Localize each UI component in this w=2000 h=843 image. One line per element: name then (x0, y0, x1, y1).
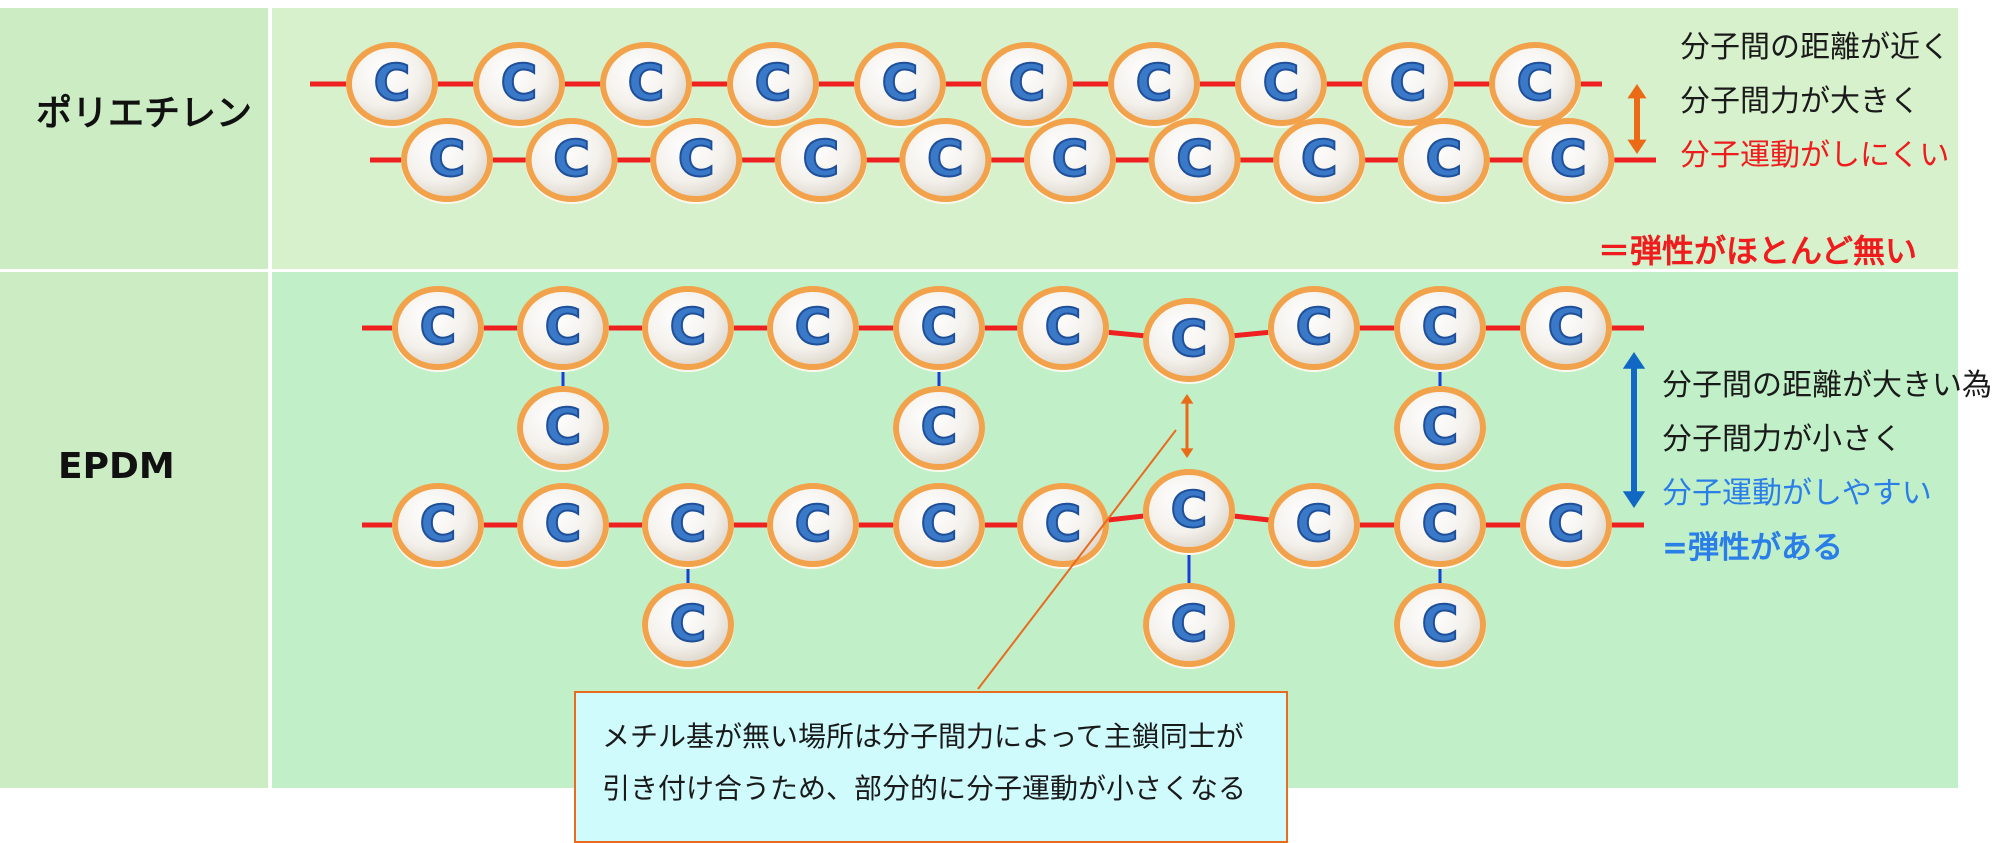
pe-chain-bottom-atom (526, 120, 618, 204)
pe-chain-bottom-atom (1398, 120, 1490, 204)
pe-chain-top-atom (473, 44, 565, 128)
epdm-chain-bottom-atom (767, 485, 859, 569)
epdm-chain-top-atom (1520, 288, 1612, 372)
epdm-note-motion: 分子運動がしやすい (1662, 476, 1932, 511)
pe-chain-top-atom (1489, 44, 1581, 128)
pe-chain-top-atom (854, 44, 946, 128)
pe-chain-bottom-atom (650, 120, 742, 204)
epdm-chain-bottom-atom (392, 485, 484, 569)
pe-chain-top-atom (346, 44, 438, 128)
polyethylene-note-motion: 分子運動がしにくい (1680, 138, 1950, 173)
epdm-chain-top-atom (392, 288, 484, 372)
pe-chain-top-atom (981, 44, 1073, 128)
epdm-chain-bottom-atom (642, 485, 734, 569)
callout-line-1: メチル基が無い場所は分子間力によって主鎖同士が (602, 720, 1244, 753)
epdm-chain-top-atom (767, 288, 859, 372)
pe-chain-bottom-atom (775, 120, 867, 204)
epdm-chain-bottom-atom (517, 485, 609, 569)
epdm-chain-top-atom (1394, 288, 1486, 372)
epdm-chain-top-atom (1017, 288, 1109, 372)
epdm-chain-bottom-atom (893, 485, 985, 569)
pe-chain-bottom-atom (1149, 120, 1241, 204)
epdm-chain-top-atom (1268, 288, 1360, 372)
epdm-conclusion: =弾性がある (1662, 530, 1843, 566)
callout-line-2: 引き付け合うため、部分的に分子運動が小さくなる (602, 772, 1247, 805)
callout-box: メチル基が無い場所は分子間力によって主鎖同士が 引き付け合うため、部分的に分子運… (574, 691, 1288, 843)
pe-chain-bottom-atom (1024, 120, 1116, 204)
polyethylene-conclusion: ＝弾性がほとんど無い (1598, 232, 1918, 270)
polyethylene-note-force: 分子間力が大きく (1680, 84, 1920, 119)
pe-chain-top-atom (1362, 44, 1454, 128)
polyethylene-label-panel (0, 8, 268, 269)
pe-chain-top-atom (1108, 44, 1200, 128)
pe-chain-bottom-atom (1522, 120, 1614, 204)
pe-chain-bottom-atom (899, 120, 991, 204)
epdm-chain-top-atom (1143, 300, 1235, 384)
polyethylene-note-distance: 分子間の距離が近く (1680, 30, 1950, 65)
epdm-chain-bottom-atom (1394, 485, 1486, 569)
epdm-methyl-top (517, 388, 609, 472)
epdm-chain-top-atom (517, 288, 609, 372)
pe-chain-top-atom (727, 44, 819, 128)
epdm-methyl-bottom (642, 585, 734, 669)
epdm-note-distance: 分子間の距離が大きい為 (1662, 368, 1992, 403)
pe-chain-bottom-atom (401, 120, 493, 204)
epdm-note-force: 分子間力が小さく (1662, 422, 1902, 457)
epdm-methyl-top (893, 388, 985, 472)
pe-distance-arrow (1627, 84, 1647, 154)
epdm-label-panel (0, 272, 268, 788)
epdm-chain-bottom-atom (1017, 485, 1109, 569)
epdm-chain-top-atom (642, 288, 734, 372)
epdm-chain-bottom-atom (1520, 485, 1612, 569)
epdm-title: EPDM (58, 446, 175, 487)
epdm-distance-arrow (1622, 352, 1646, 508)
epdm-chain-top-atom (893, 288, 985, 372)
callout-pointer (977, 429, 1177, 690)
pe-chain-bottom-atom (1273, 120, 1365, 204)
epdm-methyl-top (1394, 388, 1486, 472)
pe-chain-top-atom (600, 44, 692, 128)
epdm-methyl-bottom (1394, 585, 1486, 669)
epdm-attraction-arrow (1180, 394, 1194, 458)
polyethylene-title: ポリエチレン (36, 93, 253, 134)
epdm-chain-bottom-atom (1268, 485, 1360, 569)
epdm-chain-bottom-atom (1143, 471, 1235, 555)
epdm-methyl-bottom (1143, 585, 1235, 669)
pe-chain-top-atom (1235, 44, 1327, 128)
